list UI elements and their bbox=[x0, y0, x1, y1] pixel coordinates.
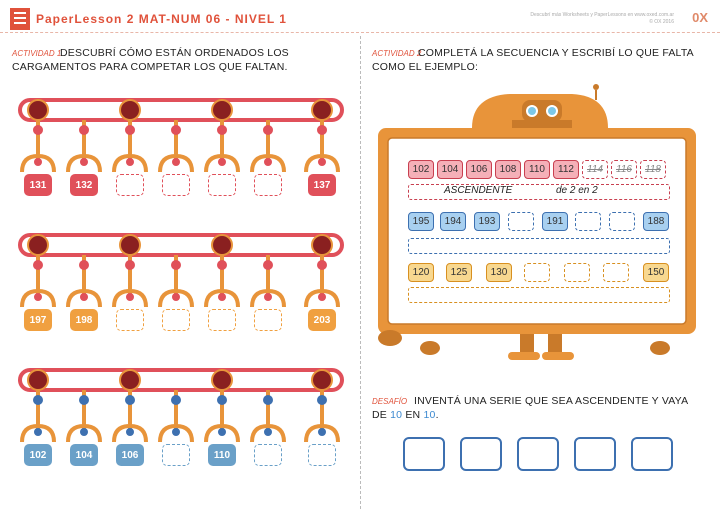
activity1-line2: CARGAMENTOS PARA COMPETAR LOS QUE FALTAN… bbox=[12, 61, 288, 73]
challenge-answer-box[interactable] bbox=[403, 437, 445, 471]
challenge-answer-box[interactable] bbox=[631, 437, 673, 471]
activity1-label: ACTIVIDAD 1 bbox=[12, 49, 62, 58]
challenge-line2-mid: EN bbox=[405, 409, 421, 421]
sequence-box: 108 bbox=[495, 160, 521, 179]
cargo-box[interactable] bbox=[116, 174, 144, 196]
sequence-box: 114 bbox=[582, 160, 608, 179]
challenge-instructions: INVENTÁ UNA SERIE QUE SEA ASCENDENTE Y V… bbox=[372, 394, 712, 422]
activity2-instructions: COMPLETÁ LA SECUENCIA Y ESCRIBÍ LO QUE F… bbox=[372, 46, 712, 74]
crane-row bbox=[18, 368, 344, 443]
sequence-box: 110 bbox=[524, 160, 550, 179]
cargo-box: 132 bbox=[70, 174, 98, 196]
cargo-box[interactable] bbox=[208, 174, 236, 196]
credit-text: Descubrí más Worksheets y PaperLessons e… bbox=[530, 12, 674, 26]
sequence3-answer-line[interactable] bbox=[408, 287, 670, 303]
sequence-box[interactable] bbox=[609, 212, 635, 231]
activity1-instructions: DESCUBRÍ CÓMO ESTÁN ORDENADOS LOS CARGAM… bbox=[12, 46, 352, 74]
notebook-logo-icon bbox=[10, 8, 30, 30]
sequence-box: 194 bbox=[440, 212, 466, 231]
sequence-box[interactable] bbox=[524, 263, 550, 282]
page-title: PaperLesson 2 MAT-NUM 06 - NIVEL 1 bbox=[36, 12, 287, 26]
sequence-box: 150 bbox=[643, 263, 669, 282]
cargo-box[interactable] bbox=[208, 309, 236, 331]
sequence-box: 104 bbox=[437, 160, 463, 179]
sequence-box: 102 bbox=[408, 160, 434, 179]
cargo-box: 110 bbox=[208, 444, 236, 466]
activity2-line1: COMPLETÁ LA SECUENCIA Y ESCRIBÍ LO QUE F… bbox=[418, 47, 694, 59]
challenge-answer-box[interactable] bbox=[517, 437, 559, 471]
cargo-box[interactable] bbox=[308, 444, 336, 466]
sequence1-answer-line bbox=[408, 184, 670, 200]
brand-logo: 0X bbox=[692, 10, 708, 25]
cargo-box: 198 bbox=[70, 309, 98, 331]
credit-line-1: Descubrí más Worksheets y PaperLessons e… bbox=[530, 12, 674, 18]
sequence2-answer-line[interactable] bbox=[408, 238, 670, 254]
sequence-box: 195 bbox=[408, 212, 434, 231]
cargo-box: 137 bbox=[308, 174, 336, 196]
sequence-box: 120 bbox=[408, 263, 434, 282]
sequence-box[interactable] bbox=[564, 263, 590, 282]
cargo-box: 106 bbox=[116, 444, 144, 466]
sequence-box[interactable] bbox=[508, 212, 534, 231]
sequence-box: 188 bbox=[643, 212, 669, 231]
activity2-label: ACTIVIDAD 2 bbox=[372, 49, 422, 58]
sequence-box: 130 bbox=[486, 263, 512, 282]
cargo-box[interactable] bbox=[254, 174, 282, 196]
sequence1-answer: ASCENDENTE bbox=[444, 185, 513, 196]
cargo-box[interactable] bbox=[162, 444, 190, 466]
cargo-box[interactable] bbox=[254, 309, 282, 331]
sequence-box[interactable] bbox=[575, 212, 601, 231]
credit-line-2: © OX 2016 bbox=[649, 19, 674, 25]
challenge-line2-pre: DE bbox=[372, 409, 387, 421]
challenge-number-a: 10 bbox=[390, 409, 403, 421]
challenge-label: DESAFÍO bbox=[372, 397, 408, 406]
sequence-box: 106 bbox=[466, 160, 492, 179]
challenge-line2-end: . bbox=[435, 409, 439, 421]
challenge-number-b: 10 bbox=[423, 409, 436, 421]
cargo-box[interactable] bbox=[116, 309, 144, 331]
sequence-box: 116 bbox=[611, 160, 637, 179]
sequence-box: 191 bbox=[542, 212, 568, 231]
cargo-box[interactable] bbox=[162, 174, 190, 196]
header-divider bbox=[0, 32, 720, 33]
cargo-box[interactable] bbox=[162, 309, 190, 331]
sequence-box: 112 bbox=[553, 160, 579, 179]
activity2-line2: COMO EL EJEMPLO: bbox=[372, 61, 479, 73]
cargo-box: 102 bbox=[24, 444, 52, 466]
crane-row bbox=[18, 233, 344, 308]
sequence-box: 125 bbox=[446, 263, 472, 282]
sequence-box: 193 bbox=[474, 212, 500, 231]
challenge-answer-box[interactable] bbox=[460, 437, 502, 471]
cargo-box: 203 bbox=[308, 309, 336, 331]
crane-illustrations bbox=[18, 98, 344, 443]
page-divider bbox=[360, 36, 361, 509]
challenge-answer-box[interactable] bbox=[574, 437, 616, 471]
page-header: PaperLesson 2 MAT-NUM 06 - NIVEL 1 Descu… bbox=[0, 0, 720, 36]
sequence-box: 118 bbox=[640, 160, 666, 179]
cargo-box: 131 bbox=[24, 174, 52, 196]
challenge-line1: INVENTÁ UNA SERIE QUE SEA ASCENDENTE Y V… bbox=[414, 395, 689, 407]
crane-row bbox=[18, 98, 344, 173]
cargo-box[interactable] bbox=[254, 444, 282, 466]
activity1-line1: DESCUBRÍ CÓMO ESTÁN ORDENADOS LOS bbox=[60, 47, 289, 59]
cargo-box: 104 bbox=[70, 444, 98, 466]
sequence1-rule: de 2 en 2 bbox=[556, 185, 598, 196]
sequence-box[interactable] bbox=[603, 263, 629, 282]
cargo-box: 197 bbox=[24, 309, 52, 331]
